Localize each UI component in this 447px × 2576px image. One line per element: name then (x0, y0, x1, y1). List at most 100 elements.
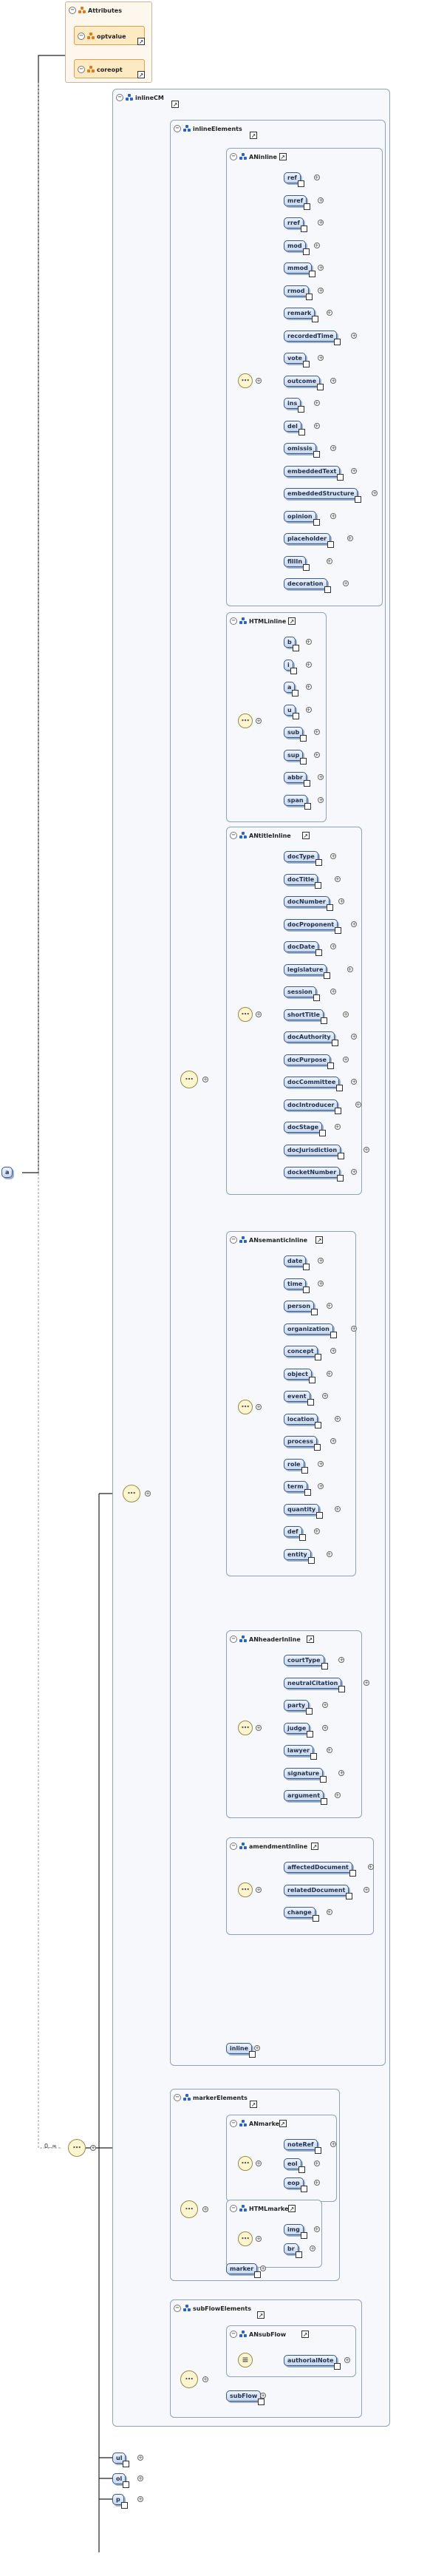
ref-arrow-icon[interactable]: ↗ (306, 1636, 314, 1643)
element-span[interactable]: span (284, 794, 311, 810)
element-doc-title[interactable]: docTitle (284, 873, 322, 889)
element-doc-stage[interactable]: docStage (284, 1122, 327, 1136)
attribute-coreopt[interactable]: −coreopt (74, 59, 145, 78)
expand-plus-icon[interactable]: + (256, 2160, 262, 2166)
element-ul[interactable]: ul (112, 2453, 131, 2467)
expand-plus-icon[interactable]: + (260, 2393, 266, 2399)
expand-plus-icon[interactable]: + (313, 2180, 320, 2186)
collapse-icon[interactable]: − (230, 2120, 237, 2127)
expand-plus-icon[interactable]: + (330, 2141, 337, 2147)
element-doc-introducer[interactable]: docIntroducer (284, 1099, 342, 1114)
expand-plus-icon[interactable]: + (355, 1101, 361, 1108)
element-doc-number[interactable]: docNumber (284, 896, 333, 911)
element-ol[interactable]: ol (112, 2473, 130, 2488)
collapse-icon[interactable]: − (230, 2331, 237, 2338)
group-htmlinline-header[interactable]: −HTMLinline (230, 615, 286, 627)
element-docket-number[interactable]: docketNumber (284, 1167, 344, 1182)
element-doc-type[interactable]: docType (284, 851, 322, 866)
expand-plus-icon[interactable]: + (351, 467, 358, 474)
expand-plus-icon[interactable]: + (305, 684, 312, 690)
element-eol[interactable]: eol (284, 2158, 305, 2173)
expand-plus-icon[interactable]: + (334, 1505, 341, 1512)
expand-plus-icon[interactable]: + (330, 989, 337, 994)
expand-plus-icon[interactable]: + (313, 2160, 320, 2166)
element-p[interactable]: p (112, 2494, 128, 2509)
ref-arrow-icon[interactable]: ↗ (137, 71, 145, 78)
group-ansubflow-header[interactable]: −ANsubFlow (230, 2328, 286, 2340)
expand-plus-icon[interactable]: + (256, 378, 262, 384)
collapse-icon[interactable]: − (78, 33, 85, 40)
expand-plus-icon[interactable]: + (351, 1034, 358, 1040)
expand-plus-icon[interactable]: + (347, 966, 353, 972)
expand-plus-icon[interactable]: + (313, 174, 320, 180)
root-element-a[interactable]: a (1, 1167, 13, 1178)
expand-plus-icon[interactable]: + (202, 1077, 208, 1082)
element-opinion[interactable]: opinion (284, 510, 320, 526)
element-sub[interactable]: sub (284, 727, 307, 742)
group-antitle-inline-header[interactable]: −ANtitleInline (230, 830, 291, 841)
expand-plus-icon[interactable]: + (326, 557, 332, 564)
ref-arrow-icon[interactable]: ↗ (288, 2205, 296, 2212)
element-doc-proponent[interactable]: docProponent (284, 918, 342, 934)
element-abbr[interactable]: abbr (284, 772, 310, 787)
element-authorial-note[interactable]: authorialNote (284, 2355, 341, 2370)
element-placeholder[interactable]: placeholder (284, 533, 335, 548)
element-court-type[interactable]: courtType (284, 1655, 328, 1670)
expand-plus-icon[interactable]: + (326, 1550, 332, 1557)
group-aninline-header[interactable]: −ANinline (230, 151, 277, 163)
element-doc-committee[interactable]: docCommittee (284, 1077, 344, 1091)
expand-plus-icon[interactable]: + (343, 1011, 349, 1017)
collapse-icon[interactable]: − (230, 832, 237, 839)
expand-plus-icon[interactable]: + (313, 1528, 320, 1534)
expand-plus-icon[interactable]: + (305, 661, 312, 668)
expand-plus-icon[interactable]: + (326, 1303, 332, 1309)
expand-plus-icon[interactable]: + (256, 718, 262, 724)
subFlowElements-box-header[interactable]: −subFlowElements (174, 2302, 251, 2314)
element-lawyer[interactable]: lawyer (284, 1745, 318, 1760)
expand-plus-icon[interactable]: + (330, 1348, 337, 1354)
element-mmod[interactable]: mmod (284, 262, 315, 277)
expand-plus-icon[interactable]: + (344, 2357, 350, 2363)
expand-plus-icon[interactable]: + (334, 1792, 341, 1798)
expand-plus-icon[interactable]: + (347, 535, 353, 541)
expand-plus-icon[interactable]: + (318, 197, 324, 203)
element-mod[interactable]: mod (284, 240, 310, 255)
collapse-icon[interactable]: − (174, 2305, 181, 2312)
expand-plus-icon[interactable]: + (90, 2145, 96, 2151)
expand-plus-icon[interactable]: + (322, 1724, 328, 1731)
ref-arrow-icon[interactable]: ↗ (250, 132, 257, 139)
collapse-icon[interactable]: − (230, 2205, 237, 2212)
element-party[interactable]: party (284, 1700, 313, 1715)
collapse-icon[interactable]: − (230, 1636, 237, 1643)
expand-plus-icon[interactable]: + (326, 1370, 332, 1377)
collapse-icon[interactable]: − (116, 94, 123, 101)
expand-plus-icon[interactable]: + (137, 2496, 143, 2502)
element-date[interactable]: date (284, 1255, 310, 1270)
expand-plus-icon[interactable]: + (330, 943, 337, 949)
ref-arrow-icon[interactable]: ↗ (315, 1236, 324, 1244)
element-concept[interactable]: concept (284, 1346, 321, 1360)
ref-arrow-icon[interactable]: ↗ (288, 617, 296, 625)
inlineElements-box-header[interactable]: −inlineElements (174, 123, 242, 135)
expand-plus-icon[interactable]: + (318, 287, 324, 294)
collapse-icon[interactable]: − (78, 66, 85, 73)
element-inline[interactable]: inline (226, 2043, 256, 2058)
expand-plus-icon[interactable]: + (202, 2376, 208, 2382)
expand-plus-icon[interactable]: + (318, 1258, 324, 1264)
inlineCM-box-header[interactable]: −inlineCM (116, 92, 164, 104)
element-vote[interactable]: vote (284, 353, 310, 367)
element-ins[interactable]: ins (284, 398, 305, 413)
element-neutral-citation[interactable]: neutralCitation (284, 1677, 346, 1692)
expand-plus-icon[interactable]: + (330, 512, 337, 519)
element-affected-document[interactable]: affectedDocument (284, 1862, 356, 1877)
element-rmod[interactable]: rmod (284, 285, 312, 300)
expand-plus-icon[interactable]: + (202, 2206, 208, 2212)
expand-plus-icon[interactable]: + (254, 2045, 260, 2051)
expand-plus-icon[interactable]: + (338, 898, 345, 904)
element-mref[interactable]: mref (284, 194, 311, 210)
element-outcome[interactable]: outcome (284, 375, 324, 390)
expand-plus-icon[interactable]: + (326, 310, 332, 316)
element-entity[interactable]: entity (284, 1548, 315, 1564)
expand-plus-icon[interactable]: + (256, 1725, 262, 1731)
expand-plus-icon[interactable]: + (256, 2236, 262, 2242)
